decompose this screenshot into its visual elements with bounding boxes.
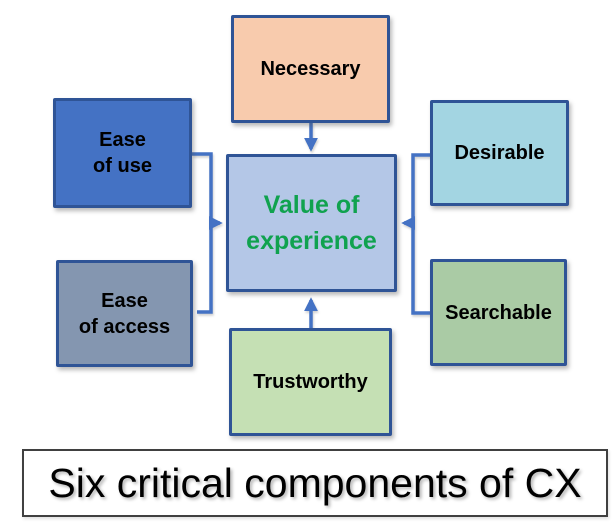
box-ease-of-access: Ease of access <box>56 260 193 367</box>
diagram-title: Six critical components of CX <box>48 459 582 506</box>
box-ease-of-use: Ease of use <box>53 98 192 208</box>
box-ease-of-use-label-line2: of use <box>93 155 152 177</box>
box-necessary: Necessary <box>231 15 390 123</box>
box-searchable-label: Searchable <box>445 301 552 324</box>
connector-left-elbow <box>192 152 213 314</box>
center-label-line2: experience <box>246 227 377 255</box>
center-label-line1: Value of <box>263 190 360 219</box>
box-trustworthy: Trustworthy <box>229 328 392 436</box>
box-trustworthy-label: Trustworthy <box>253 371 368 393</box>
title-banner: Six critical components of CX <box>22 449 608 517</box>
box-ease-of-use-label-line1: Ease <box>99 129 146 151</box>
box-searchable: Searchable <box>430 259 567 366</box>
box-necessary-label: Necessary <box>260 58 361 80</box>
box-ease-of-access-label-line1: Ease <box>101 289 148 312</box>
box-ease-of-access-label-line2: of access <box>78 315 171 338</box>
box-value-of-experience: Value of experience <box>226 154 397 292</box>
connector-right-elbow <box>411 153 431 315</box>
box-desirable-label: Desirable <box>454 142 545 164</box>
box-desirable: Desirable <box>430 100 569 206</box>
